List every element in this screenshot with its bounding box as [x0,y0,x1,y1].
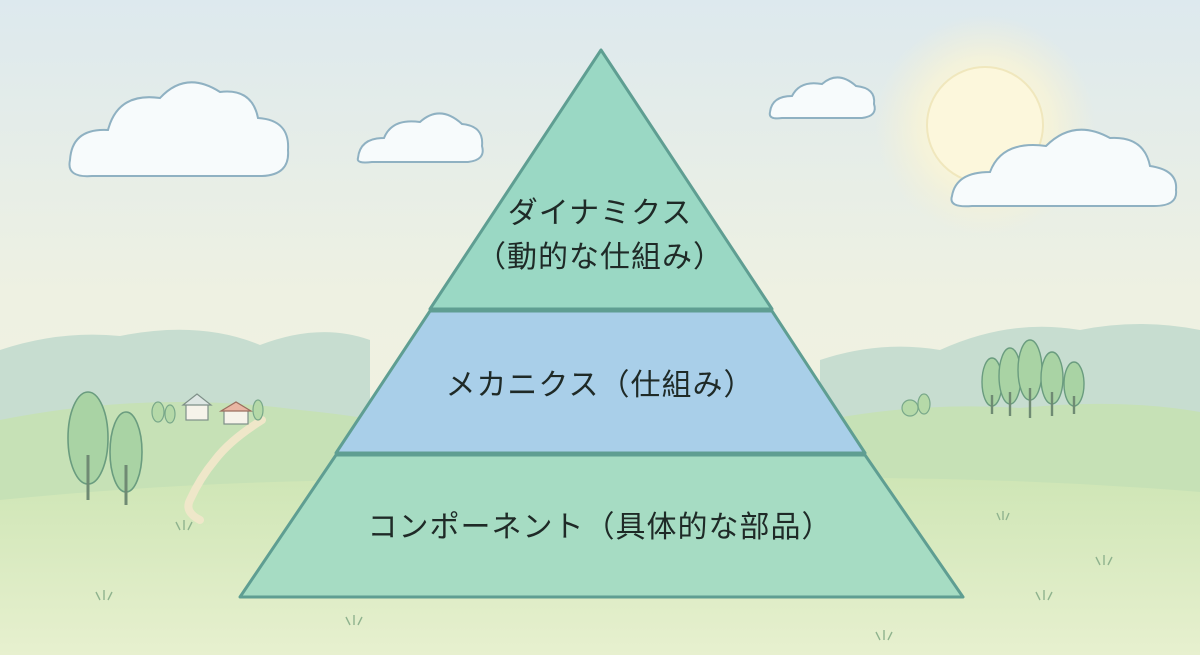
tree-left-1 [67,391,109,500]
cloud-left [68,81,290,178]
tree-cluster-right [981,339,1085,418]
cloud-center [356,112,484,164]
cloud-right-small [768,76,876,120]
tree-left-2 [109,411,143,505]
level-middle-label: メカニクス（仕組み） [445,368,755,403]
pyramid-level-top [428,48,774,311]
level-top-subtitle: （動的な仕組み） [476,240,724,275]
cloud-right [950,128,1178,208]
shrubs-right [901,393,931,417]
house-left [181,393,213,421]
path [184,416,266,524]
grass-tufts [95,511,1113,641]
pyramid [238,48,965,599]
pyramid-level-bottom [238,453,965,599]
shrubs-left [151,399,264,424]
pyramid-level-middle [334,309,867,455]
level-bottom-label: コンポーネント（具体的な部品） [367,510,833,545]
level-top-title: ダイナミクス [507,196,693,231]
house-right [218,401,254,425]
